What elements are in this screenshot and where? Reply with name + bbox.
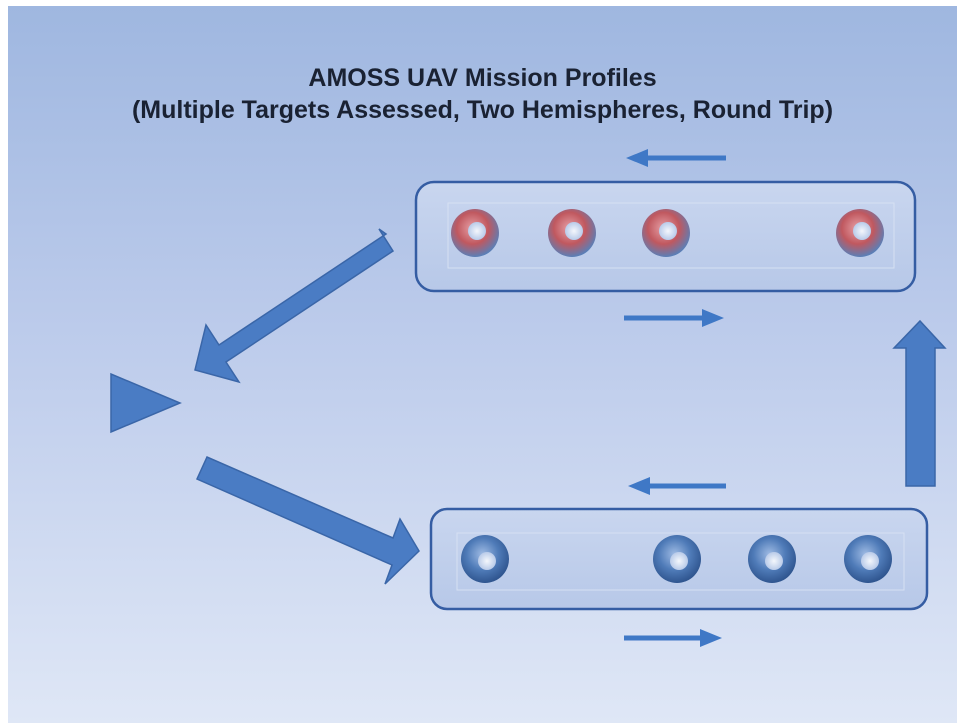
- upper-target-1: [451, 209, 499, 257]
- lower-left-arrow-icon: [628, 477, 726, 495]
- transit-up-arrow-icon: [892, 319, 947, 487]
- slide-canvas: AMOSS UAV Mission Profiles (Multiple Tar…: [8, 6, 957, 723]
- diagram-subtitle: (Multiple Targets Assessed, Two Hemisphe…: [131, 96, 834, 124]
- lower-target-3: [748, 535, 796, 583]
- upper-left-arrow-icon: [626, 149, 726, 167]
- lower-target-1: [461, 535, 509, 583]
- upper-right-arrow-icon: [624, 309, 724, 327]
- diagram-title: AMOSS UAV Mission Profiles: [308, 64, 657, 92]
- lower-target-panel: [429, 507, 929, 611]
- lower-target-2: [653, 535, 701, 583]
- upper-target-panel: [414, 180, 917, 293]
- upper-target-3: [642, 209, 690, 257]
- outbound-arrow-icon: [196, 456, 420, 585]
- upper-target-2: [548, 209, 596, 257]
- lower-target-4: [844, 535, 892, 583]
- triangle-right-icon: [110, 372, 182, 434]
- upper-target-4: [836, 209, 884, 257]
- mission-diagram: [110, 149, 947, 647]
- return-arrow-icon: [194, 228, 395, 384]
- lower-right-arrow-icon: [624, 629, 722, 647]
